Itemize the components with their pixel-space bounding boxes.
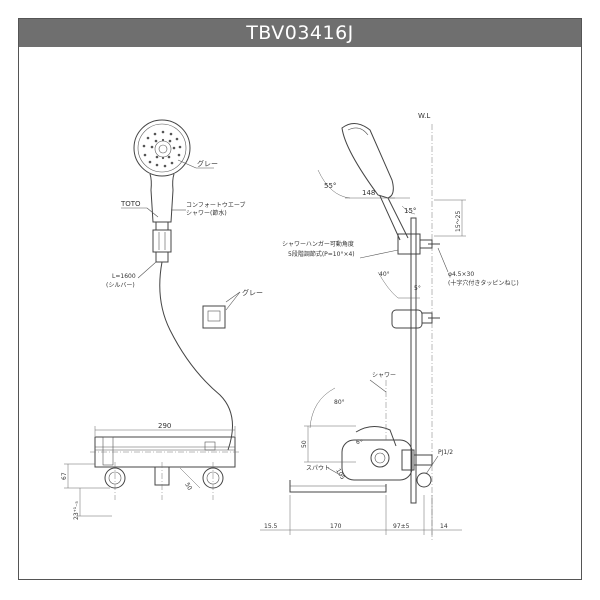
dim-290: 290 [158,422,171,430]
hand-shower-front-view [133,119,233,451]
label-hanger-angle-1: シャワーハンガー可動角度 [282,240,354,248]
label-gray-1: グレー [197,159,218,168]
dim-170: 170 [330,523,342,530]
page-title: TBV03416J [246,22,354,44]
dim-23: 23⁺¹₋₅ [73,501,80,520]
label-spout: スパウト [306,464,330,472]
label-gray-2: グレー [242,288,263,297]
label-wl: W.L [418,112,430,120]
dim-15-25: 15〜25 [455,211,462,232]
label-hose-length: L=1600 [112,273,136,280]
label-screw-type: (十字穴付きタッピンねじ) [448,279,519,287]
label-screw-size: φ4.5×30 [448,271,474,278]
dim-67: 67 [61,472,68,480]
drawing-frame [18,18,582,580]
angle-15: 15° [404,207,416,215]
dim-50-side: 50 [301,440,308,448]
dim-15-5: 15.5 [264,523,278,530]
label-comfort-wave-2: シャワー(節水) [186,209,227,217]
label-pj: PJ1/2 [438,449,453,456]
dim-148: 148 [362,189,375,197]
label-shower: シャワー [372,372,396,379]
angle-40: 40° [379,271,390,278]
angle-80: 80° [334,399,345,406]
faucet-front-view: 290 50 67 23⁺¹₋₅ [61,422,240,520]
label-hanger-angle-2: 5段階調節式(P=10°×4) [288,250,355,258]
front-view-labels: グレー TOTO コンフォートウエーブ シャワー(節水) L=1600 (シルバ… [106,159,245,289]
dim-14: 14 [440,523,448,530]
label-toto: TOTO [120,200,141,208]
side-view: W.L 55° 148 15° 15〜25 シャワーハンガー可動角度 5段階調節… [260,112,519,540]
angle-55: 55° [324,182,336,190]
hanger-detail: グレー [202,288,263,329]
dim-50-front: 50 [183,482,193,492]
angle-6: 6° [356,439,363,446]
dim-97: 97±5 [393,523,410,530]
angle-5: 5° [414,285,421,292]
dim-105: 105 [334,468,346,482]
label-hose-color: (シルバー) [106,282,135,289]
title-bar: TBV03416J [19,19,581,47]
label-comfort-wave-1: コンフォートウエーブ [186,201,245,209]
